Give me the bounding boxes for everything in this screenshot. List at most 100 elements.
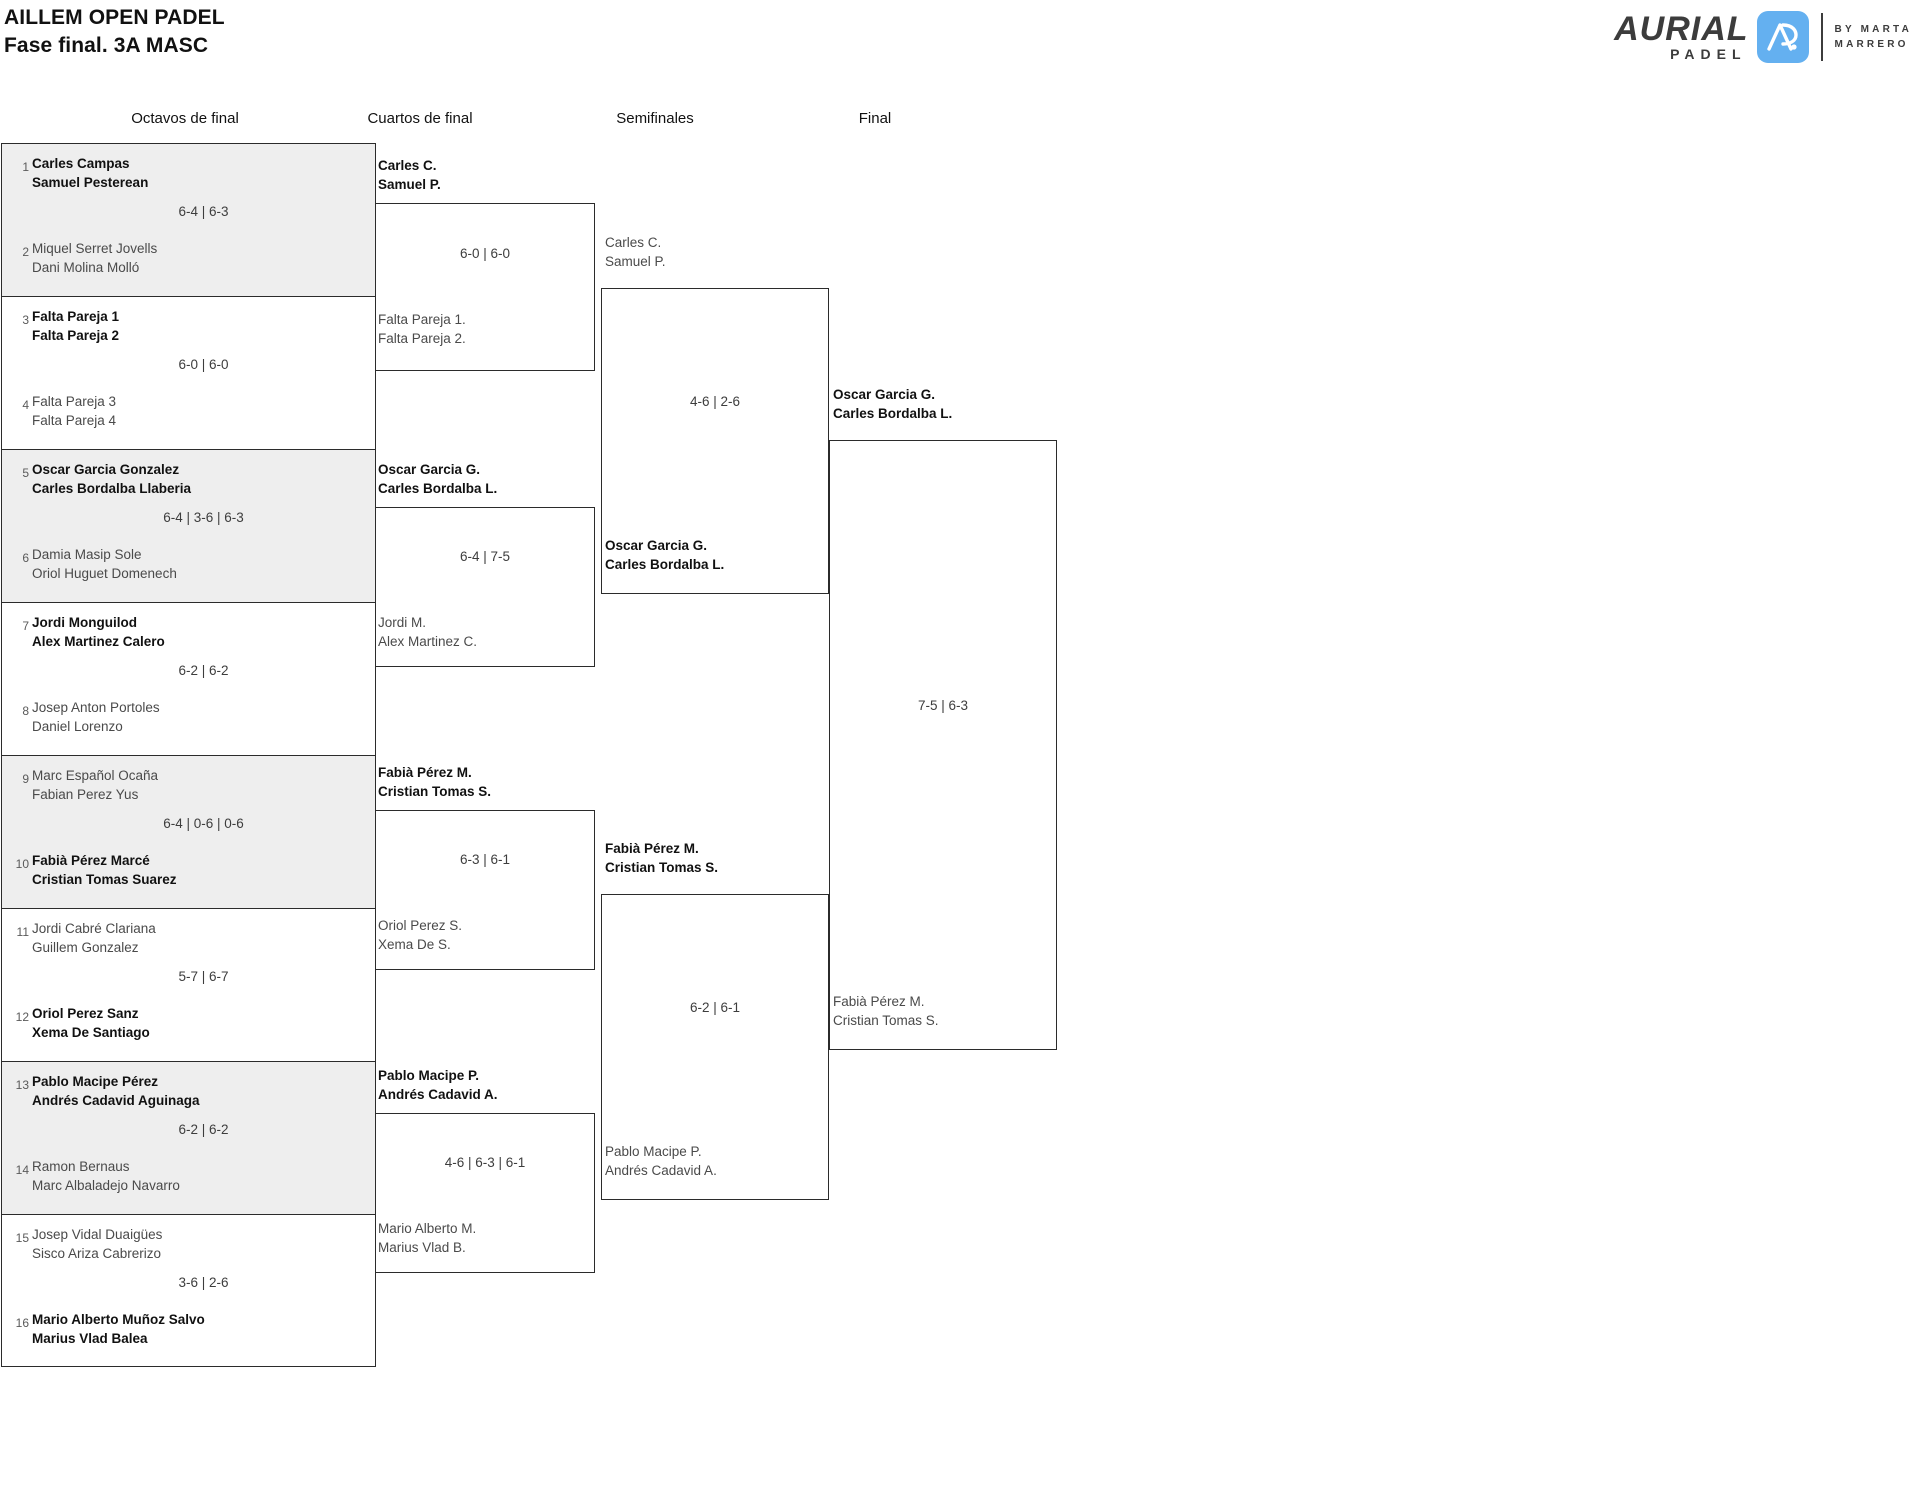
match-score: 6-4 | 6-3	[178, 204, 229, 219]
round4-match-1-score: 7-5 | 6-3	[917, 698, 969, 713]
match-score: 6-4 | 3-6 | 6-3	[163, 510, 244, 525]
round4-match-1-team-top: Oscar Garcia G. Carles Bordalba L.	[833, 385, 952, 423]
team-top: Marc Español Ocaña Fabian Perez Yus	[32, 766, 367, 804]
player-name: Guillem Gonzalez	[32, 940, 139, 955]
player-name: Fabià Pérez M.	[378, 765, 472, 780]
player-name: Jordi Cabré Clariana	[32, 921, 156, 936]
round2-match-1-team-bottom: Falta Pareja 1. Falta Pareja 2.	[378, 310, 466, 348]
team-bottom: Oriol Perez Sanz Xema De Santiago	[32, 1004, 367, 1042]
logo-divider	[1820, 13, 1823, 61]
round3-match-1-box[interactable]	[601, 288, 829, 594]
logo-wordmark: AURIAL PADEL	[1614, 12, 1748, 62]
player-name: Dani Molina Molló	[32, 260, 140, 275]
round2-match-2-box[interactable]	[375, 507, 595, 667]
player-name: Alex Martinez Calero	[32, 634, 165, 649]
round2-match-4-team-top: Pablo Macipe P. Andrés Cadavid A.	[378, 1066, 498, 1104]
round3-match-1-score: 4-6 | 2-6	[689, 394, 741, 409]
player-name: Oscar Garcia G.	[605, 538, 708, 553]
round1-match-2[interactable]: 3 Falta Pareja 1 Falta Pareja 2 6-0 | 6-…	[1, 296, 376, 449]
match-score: 6-2 | 6-2	[178, 663, 229, 678]
player-name: Oscar Garcia Gonzalez	[32, 462, 180, 477]
seed-number: 15	[15, 1231, 29, 1245]
team-top: Josep Vidal Duaigües Sisco Ariza Cabreri…	[32, 1225, 367, 1263]
tournament-name: AILLEM OPEN PADEL	[4, 6, 225, 29]
team-top: Oscar Garcia Gonzalez Carles Bordalba Ll…	[32, 460, 367, 498]
seed-number: 3	[22, 313, 29, 327]
seed-number: 4	[22, 398, 29, 412]
round-header-cuartos: Cuartos de final	[367, 110, 473, 127]
round4-match-1-team-bottom: Fabià Pérez M. Cristian Tomas S.	[833, 992, 939, 1030]
seed-number: 9	[22, 772, 29, 786]
player-name: Marius Vlad B.	[378, 1240, 466, 1255]
logo-sub-text: PADEL	[1670, 46, 1747, 62]
player-name: Carles C.	[605, 235, 662, 250]
round4-match-1-box[interactable]	[829, 440, 1057, 1050]
player-name: Andrés Cadavid A.	[605, 1163, 717, 1178]
player-name: Daniel Lorenzo	[32, 719, 123, 734]
round3-match-2-team-top: Fabià Pérez M. Cristian Tomas S.	[605, 839, 718, 877]
player-name: Cristian Tomas S.	[833, 1013, 939, 1028]
player-name: Falta Pareja 1.	[378, 312, 466, 327]
team-bottom: Fabià Pérez Marcé Cristian Tomas Suarez	[32, 851, 367, 889]
player-name: Xema De Santiago	[32, 1025, 150, 1040]
player-name: Marc Albaladejo Navarro	[32, 1178, 180, 1193]
match-score: 6-2 | 6-2	[178, 1122, 229, 1137]
round1-match-5[interactable]: 9 Marc Español Ocaña Fabian Perez Yus 6-…	[1, 755, 376, 908]
player-name: Falta Pareja 4	[32, 413, 117, 428]
player-name: Mario Alberto M.	[378, 1221, 477, 1236]
round3-match-1-team-bottom: Oscar Garcia G. Carles Bordalba L.	[605, 536, 724, 574]
logo-byline-line1: BY MARTA	[1834, 24, 1912, 35]
round2-match-2-team-bottom: Jordi M. Alex Martinez C.	[378, 613, 477, 651]
round2-match-1-box[interactable]	[375, 203, 595, 371]
player-name: Marius Vlad Balea	[32, 1331, 148, 1346]
round1-match-4[interactable]: 7 Jordi Monguilod Alex Martinez Calero 6…	[1, 602, 376, 755]
round2-match-3-team-bottom: Oriol Perez S. Xema De S.	[378, 916, 462, 954]
player-name: Oscar Garcia G.	[833, 387, 936, 402]
player-name: Falta Pareja 2	[32, 328, 120, 343]
round1-match-1[interactable]: 1 Carles Campas Samuel Pesterean 6-4 | 6…	[1, 143, 376, 296]
tournament-phase: Fase final. 3A MASC	[4, 34, 209, 57]
round1-match-3[interactable]: 5 Oscar Garcia Gonzalez Carles Bordalba …	[1, 449, 376, 602]
player-name: Carles Bordalba L.	[378, 481, 498, 496]
player-name: Xema De S.	[378, 937, 451, 952]
player-name: Jordi M.	[378, 615, 427, 630]
player-name: Pablo Macipe Pérez	[32, 1074, 159, 1089]
player-name: Carles Bordalba Llaberia	[32, 481, 192, 496]
player-name: Samuel Pesterean	[32, 175, 149, 190]
round3-match-1-team-top: Carles C. Samuel P.	[605, 233, 666, 271]
seed-number: 16	[15, 1316, 29, 1330]
player-name: Oriol Perez Sanz	[32, 1006, 139, 1021]
match-score: 3-6 | 2-6	[178, 1275, 229, 1290]
ap-monogram-icon	[1756, 11, 1809, 63]
round1-match-8[interactable]: 15 Josep Vidal Duaigües Sisco Ariza Cabr…	[1, 1214, 376, 1367]
round2-match-2-team-top: Oscar Garcia G. Carles Bordalba L.	[378, 460, 497, 498]
round1-match-6[interactable]: 11 Jordi Cabré Clariana Guillem Gonzalez…	[1, 908, 376, 1061]
player-name: Jordi Monguilod	[32, 615, 137, 630]
team-top: Jordi Cabré Clariana Guillem Gonzalez	[32, 919, 367, 957]
round1-match-7[interactable]: 13 Pablo Macipe Pérez Andrés Cadavid Agu…	[1, 1061, 376, 1214]
seed-number: 11	[16, 925, 29, 939]
round2-match-4-box[interactable]	[375, 1113, 595, 1273]
round2-match-3-box[interactable]	[375, 810, 595, 970]
round1-column: 1 Carles Campas Samuel Pesterean 6-4 | 6…	[1, 143, 376, 1367]
round2-match-1-score: 6-0 | 6-0	[459, 246, 511, 261]
round3-match-2-box[interactable]	[601, 894, 829, 1200]
player-name: Josep Anton Portoles	[32, 700, 160, 715]
round-header-octavos: Octavos de final	[131, 110, 239, 127]
seed-number: 5	[22, 466, 29, 480]
match-score: 6-0 | 6-0	[178, 357, 229, 372]
player-name: Carles Bordalba L.	[833, 406, 953, 421]
player-name: Fabià Pérez Marcé	[32, 853, 150, 868]
match-score: 6-4 | 0-6 | 0-6	[163, 816, 244, 831]
round2-match-4-team-bottom: Mario Alberto M. Marius Vlad B.	[378, 1219, 476, 1257]
seed-number: 6	[22, 551, 29, 565]
logo-byline-line2: MARRERO	[1834, 39, 1909, 50]
seed-number: 1	[22, 160, 29, 174]
player-name: Sisco Ariza Cabrerizo	[32, 1246, 162, 1261]
player-name: Marc Español Ocaña	[32, 768, 159, 783]
player-name: Falta Pareja 2.	[378, 331, 466, 346]
player-name: Oriol Perez S.	[378, 918, 463, 933]
seed-number: 2	[22, 245, 29, 259]
player-name: Josep Vidal Duaigües	[32, 1227, 163, 1242]
